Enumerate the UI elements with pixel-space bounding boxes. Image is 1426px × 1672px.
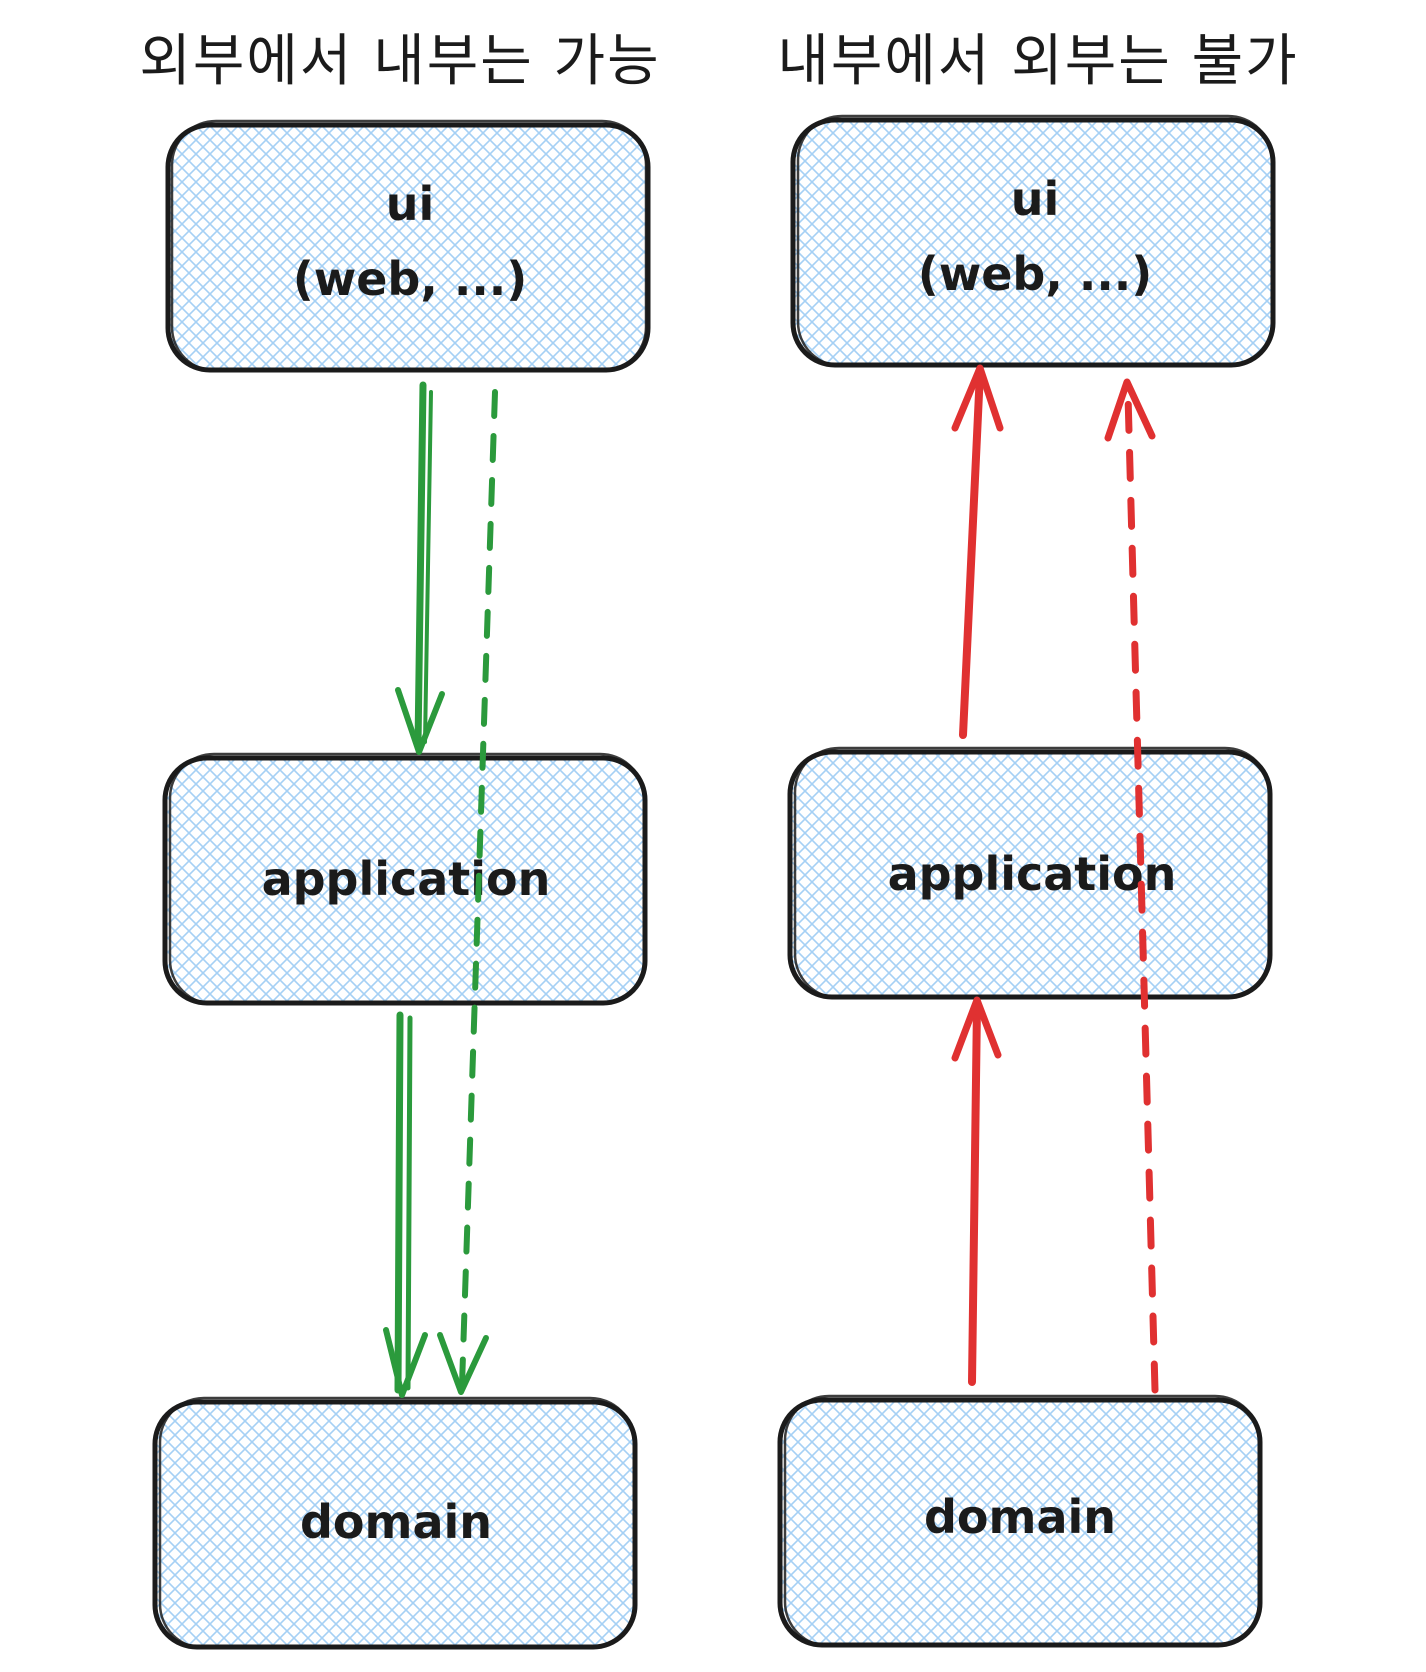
right-ui-box: ui (web, ...) [790,114,1276,368]
right-application-label: application [888,847,1177,901]
right-domain-box: domain [777,1394,1263,1648]
left-application-box: application [162,752,648,1006]
left-heading: 외부에서 내부는 가능 [139,29,660,94]
right-ui-label: ui [1011,172,1060,226]
left-ui-label: ui [386,177,435,231]
right-application-box: application [787,746,1273,1000]
left-dashed-arrow-ui-to-domain [437,389,498,1395]
right-solid-arrow-domain-to-application [951,996,1002,1386]
left-ui-box: ui (web, ...) [165,119,651,373]
right-domain-label: domain [924,1490,1116,1544]
left-solid-arrow-ui-to-application [395,381,445,755]
right-heading: 내부에서 외부는 불가 [777,29,1298,94]
right-solid-arrow-application-to-ui [951,364,1004,739]
left-domain-label: domain [300,1495,492,1549]
left-ui-sublabel: (web, ...) [293,252,528,306]
left-domain-box: domain [152,1396,638,1650]
left-application-label: application [262,852,551,906]
right-ui-sublabel: (web, ...) [918,247,1153,301]
left-solid-arrow-application-to-domain [383,1011,428,1398]
right-dashed-arrow-domain-to-ui [1104,378,1159,1394]
